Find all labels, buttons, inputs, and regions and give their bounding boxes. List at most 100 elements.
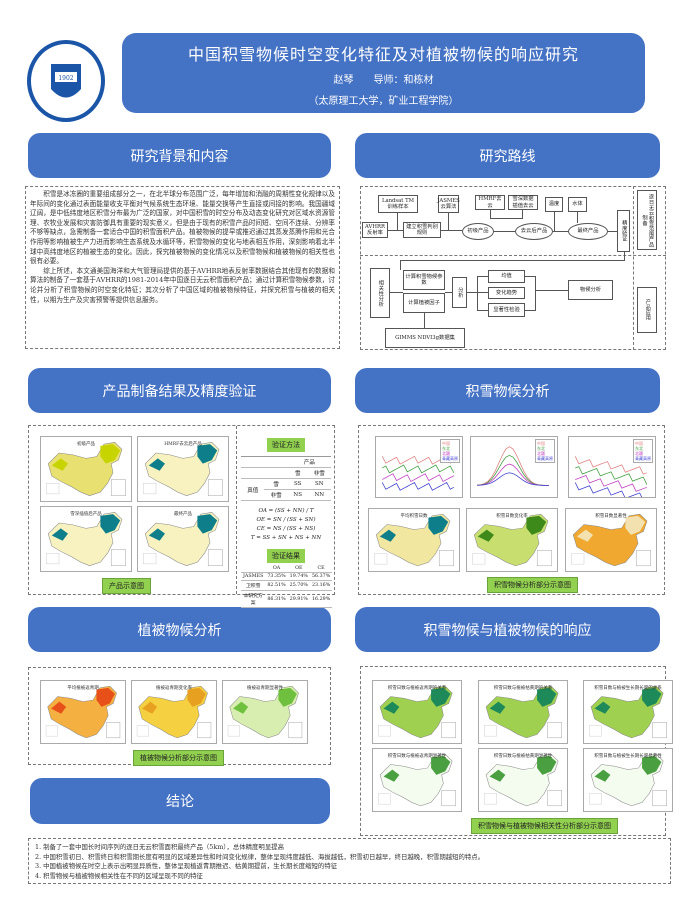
- formula-oa: OA = (SS + NN) / T: [258, 508, 314, 514]
- map-title: 积雪日数与植被生长期长度显著性: [594, 754, 662, 759]
- legend-entry: 中国: [635, 441, 643, 446]
- flow-node-avhrr: AVHRR 反射率: [362, 222, 388, 238]
- rh: OE: [287, 565, 310, 573]
- cell: 56.37%: [309, 572, 333, 581]
- legend-entry: 中国: [442, 441, 450, 446]
- china-map: [227, 685, 303, 739]
- map-title: 积雪日数与植被生长期长度的关系: [594, 686, 662, 691]
- cm-truth: 真值: [241, 478, 265, 501]
- map-legend: [378, 725, 391, 737]
- snow-caption: 积雪物候分析部分示意图: [487, 577, 578, 593]
- map-title: 植被返青期显著性: [247, 686, 283, 691]
- map-highlight: [489, 687, 557, 714]
- china-map: [484, 753, 562, 807]
- map-title: 植被返青期变化率: [156, 686, 192, 691]
- map-highlight: [489, 755, 557, 782]
- flow-connector: [477, 310, 488, 311]
- flow-connector: [525, 276, 535, 277]
- china-map: [378, 685, 456, 739]
- map-legend: [227, 725, 240, 737]
- map-legend: [143, 483, 157, 495]
- china-map: [46, 442, 126, 496]
- flow-node-phen: 物候分析: [568, 280, 613, 300]
- cell: 16.29%: [309, 590, 333, 608]
- map-title: HMRF去云后产品: [164, 442, 202, 447]
- flow-connector: [553, 231, 568, 232]
- cell: 73.35%: [265, 572, 288, 581]
- chart-legend: 中国东北北疆青藏高原: [633, 439, 653, 463]
- flow-node-jasmes: JASMES 云算法: [437, 195, 460, 213]
- map-title: 雪深插值后产品: [70, 512, 102, 517]
- title-banner: 中国积雪物候时空变化特征及对植被物候的响应研究 赵琴 导师：和栋材 （太原理工大…: [122, 33, 645, 113]
- flow-node-final: 最终产品: [568, 223, 608, 240]
- map-figure: 初级产品: [40, 436, 132, 502]
- map-figure: 平均植被返青期: [40, 680, 126, 744]
- series-line: [575, 475, 647, 492]
- map-legend: [472, 553, 486, 565]
- map-legend: [46, 483, 60, 495]
- chart-legend: 中国东北北疆青藏高原: [440, 439, 460, 463]
- legend-entry: 北疆: [442, 451, 450, 456]
- conclusion-item: 1. 制备了一套中国长时间序列的逐日无云积雪面积最终产品（5km），总体精度明显…: [35, 843, 284, 851]
- legend-entry: 青藏高原: [537, 456, 553, 461]
- flow-node-analysis: 分析: [452, 277, 467, 308]
- flow-node-temp: 温度: [545, 197, 563, 212]
- map-inset: [207, 479, 223, 496]
- flow-node-calc_snow: 计算积雪物候参数: [403, 270, 445, 290]
- flow-connector: [535, 276, 536, 311]
- formula-t: T = SS + SN + NS + NN: [250, 535, 322, 541]
- map-legend: [484, 725, 497, 737]
- background-paragraph-2: 综上所述，本文通美国海洋和大气管理局提供的基于AVHRR地表反射率数据结合其他现…: [30, 266, 335, 304]
- china-map: [136, 685, 212, 739]
- flow-node-corr: 相关性分析: [370, 268, 390, 318]
- series-line: [381, 481, 455, 491]
- map-highlight: [383, 687, 451, 714]
- cell: 本研究方案: [241, 590, 266, 608]
- flow-node-prep: 逐日无云积雪范围产品制备: [637, 190, 657, 250]
- map-title: 初级产品: [77, 442, 95, 447]
- map-title: 积雪日数与植被枯黄期的关系: [493, 686, 553, 691]
- flow-connector: [390, 292, 403, 293]
- china-map: [46, 512, 126, 566]
- map-highlight: [594, 687, 662, 714]
- map-legend: [46, 553, 60, 565]
- section-header-snow: 积雪物候分析: [355, 368, 660, 413]
- conclusion-item: 3. 中国植被物候在时空上表示出明显异质性，整体呈现植返青期推迟、枯黄期提前，生…: [35, 862, 338, 870]
- cm-sn: SN: [307, 478, 331, 490]
- flow-connector: [477, 276, 478, 311]
- product-figure-box: [28, 425, 335, 595]
- flow-node-accuracy: 精度验证: [617, 210, 630, 252]
- snow-figure-box: [358, 425, 665, 595]
- map-title: 积雪日数与植被枯黄期显著性: [493, 754, 553, 759]
- flow-node-hmrf: HMRF去云: [475, 195, 505, 210]
- china-map: [589, 685, 667, 739]
- flow-node-rule: 建立积雪判别规则: [403, 222, 441, 238]
- map-inset: [441, 790, 456, 807]
- conclusion-item: 4. 积雪物候与植被物候相关性在不同的区域呈现不同的特征: [35, 871, 203, 880]
- map-figure: 雪深插值后产品: [40, 506, 132, 572]
- map-figure: 积雪日数与植被返青期的关系: [372, 680, 462, 744]
- cell: 29.91%: [287, 590, 310, 608]
- map-legend: [143, 553, 157, 565]
- flow-connector: [490, 218, 523, 219]
- china-map: [374, 513, 454, 567]
- series-line: [574, 456, 647, 475]
- section-header-conclusion: 结论: [30, 778, 330, 824]
- validation-result-label: 验证结果: [267, 549, 305, 563]
- flow-connector: [400, 260, 401, 270]
- legend-entry: 北疆: [537, 451, 545, 456]
- map-inset: [652, 722, 667, 739]
- cell: 82.51%: [265, 580, 288, 591]
- map-figure: 平均积雪日数: [368, 508, 460, 572]
- map-figure: 积雪日数与植被生长期长度的关系: [583, 680, 673, 744]
- map-figure: HMRF去云后产品: [137, 436, 229, 502]
- map-highlight: [383, 755, 451, 782]
- legend-entry: 中国: [537, 441, 545, 446]
- flow-node-trend: 变化趋势: [488, 287, 525, 299]
- poster-title: 中国积雪物候时空变化特征及对植被物候的响应研究: [187, 45, 579, 64]
- flow-connector: [577, 212, 578, 223]
- map-highlight: [148, 514, 218, 541]
